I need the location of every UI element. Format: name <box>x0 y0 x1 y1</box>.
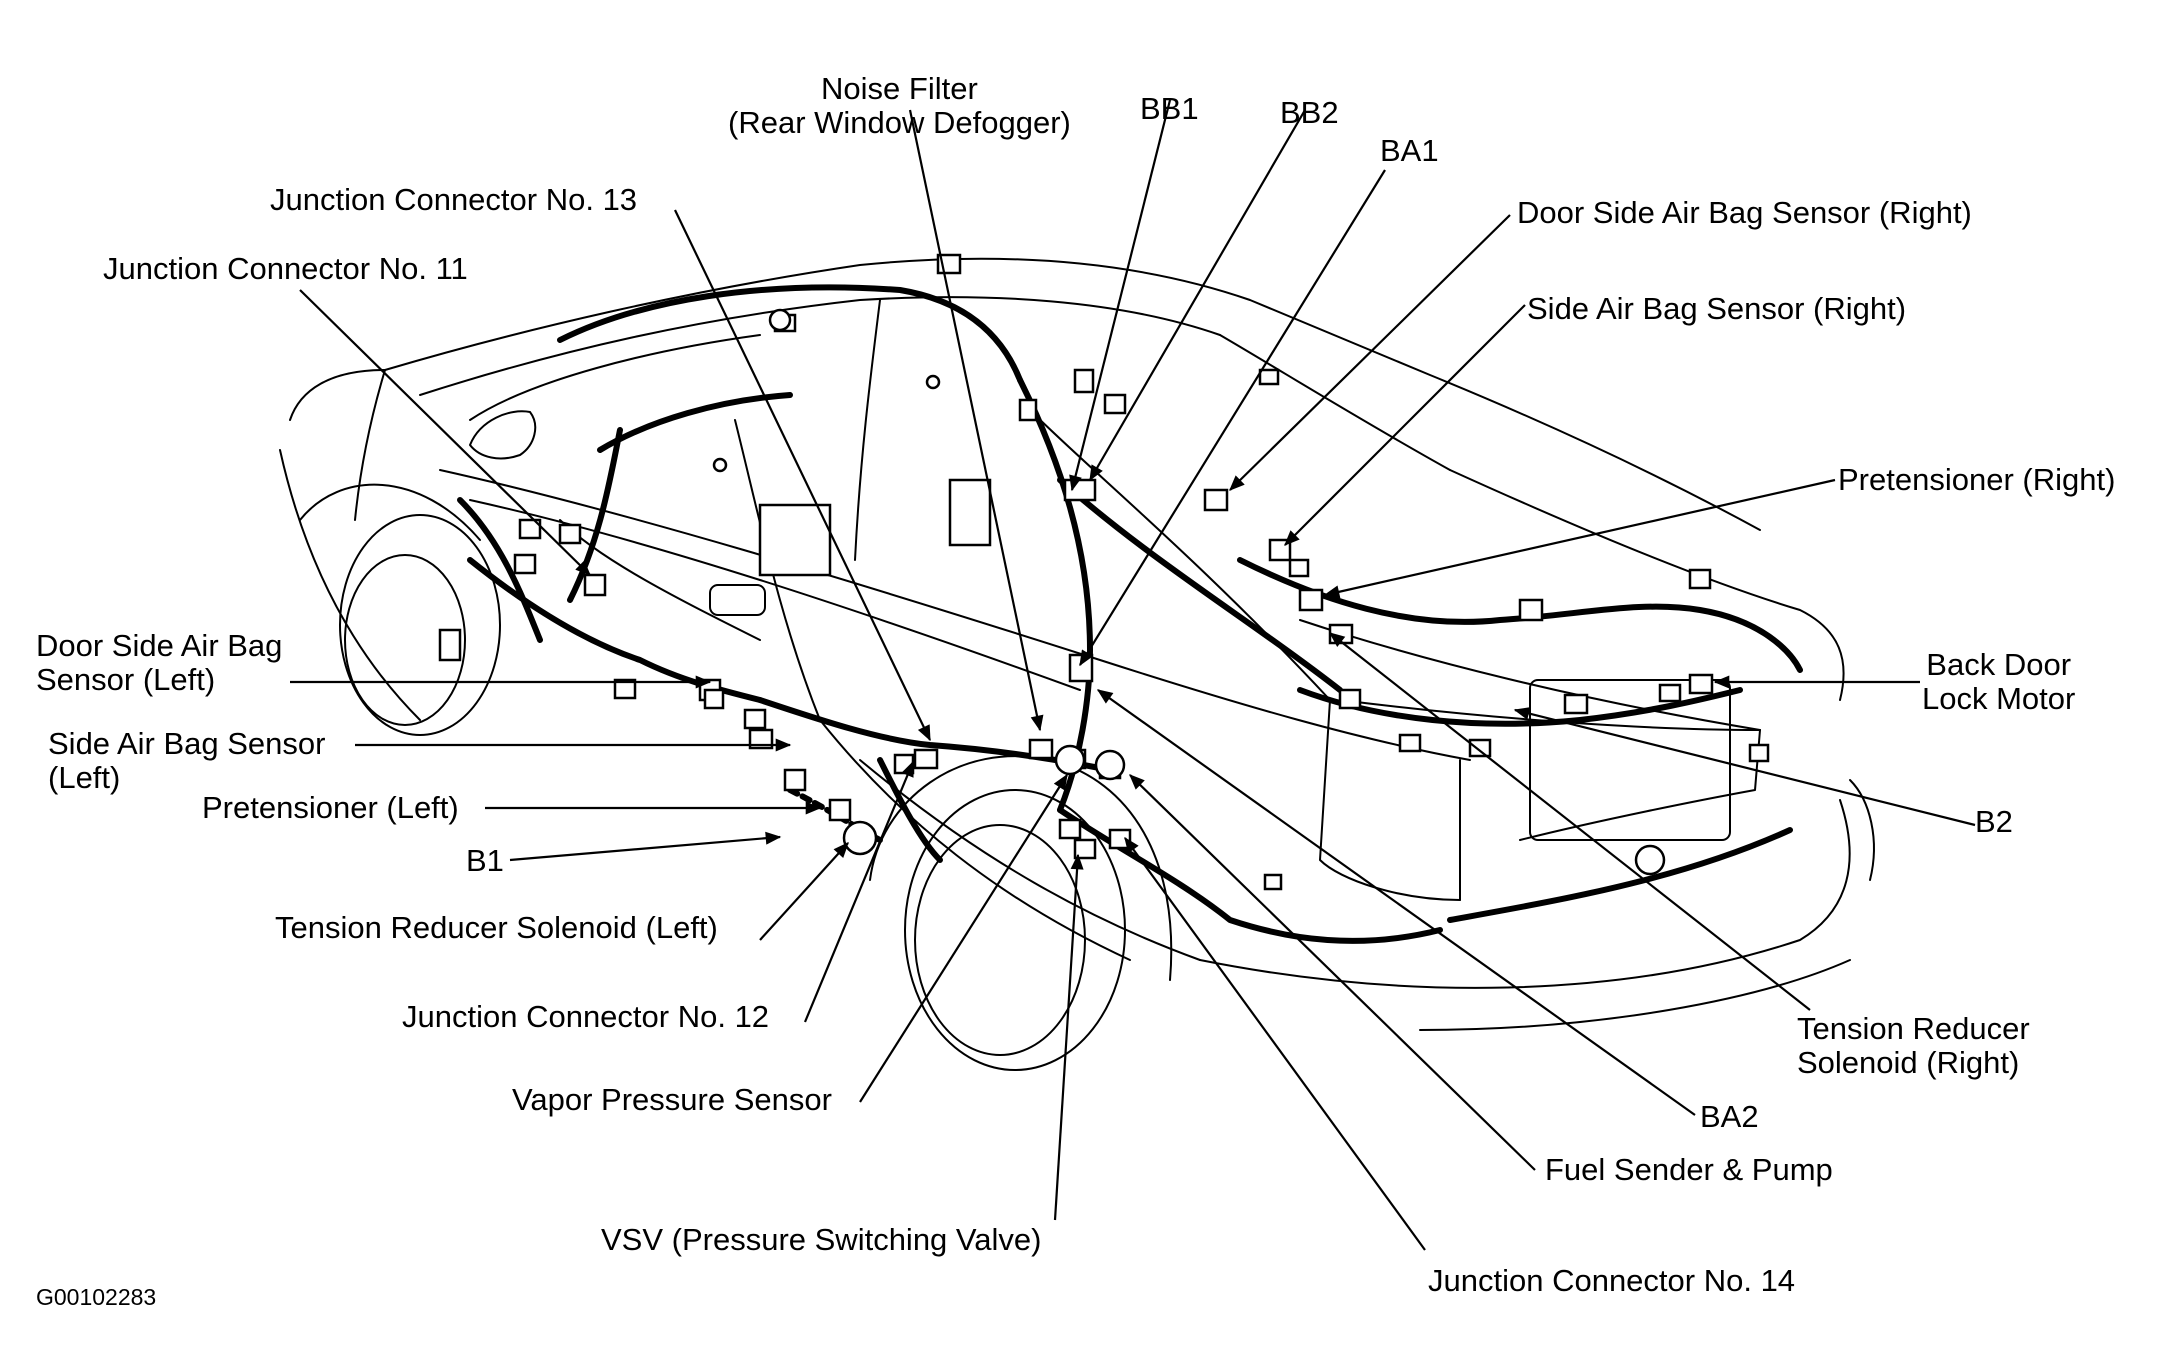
label-bb2: BB2 <box>1280 95 1339 130</box>
label-side-airbag-left: Side Air Bag Sensor (Left) <box>48 726 326 795</box>
leader-b1 <box>509 831 782 862</box>
leader-lines <box>290 99 1976 1251</box>
leader-ba2 <box>1096 689 1696 1116</box>
label-vsv: VSV (Pressure Switching Valve) <box>601 1222 1042 1257</box>
label-b1: B1 <box>466 843 504 878</box>
label-bb1: BB1 <box>1140 91 1199 126</box>
leader-tension-reducer-left <box>759 842 849 941</box>
leader-junction-11 <box>299 289 591 576</box>
leader-pretensioner-right <box>1323 478 1836 599</box>
leader-vapor-pressure <box>859 773 1068 1103</box>
leader-bb2 <box>1089 109 1306 482</box>
label-junction-connector-11: Junction Connector No. 11 <box>103 251 468 286</box>
leader-side-airbag-right <box>1284 304 1526 546</box>
leader-bb1 <box>1069 99 1172 492</box>
figure-id: G00102283 <box>36 1284 157 1310</box>
label-vapor-pressure-sensor: Vapor Pressure Sensor <box>512 1082 832 1117</box>
leader-b2 <box>1513 707 1976 827</box>
label-ba2: BA2 <box>1700 1099 1759 1134</box>
car-body <box>279 257 1875 1071</box>
label-tension-reducer-left: Tension Reducer Solenoid (Left) <box>275 910 718 945</box>
label-junction-connector-12: Junction Connector No. 12 <box>402 999 770 1034</box>
connectors <box>438 253 1770 891</box>
label-pretensioner-left: Pretensioner (Left) <box>202 790 459 825</box>
leader-vsv <box>1053 853 1084 1221</box>
leader-noise-filter <box>908 109 1044 732</box>
label-door-side-airbag-left: Door Side Air Bag Sensor (Left) <box>36 628 283 697</box>
label-noise-filter: Noise Filter (Rear Window Defogger) <box>728 71 1071 140</box>
label-door-side-airbag-right: Door Side Air Bag Sensor (Right) <box>1517 195 1972 230</box>
label-pretensioner-right: Pretensioner (Right) <box>1838 462 2116 497</box>
label-junction-connector-13: Junction Connector No. 13 <box>270 182 638 217</box>
leader-tension-reducer-right <box>1328 632 1811 1011</box>
label-b2: B2 <box>1975 804 2013 839</box>
label-tension-reducer-right: Tension Reducer Solenoid (Right) <box>1797 1011 2030 1080</box>
label-ba1: BA1 <box>1380 133 1439 168</box>
label-side-airbag-right: Side Air Bag Sensor (Right) <box>1527 291 1907 326</box>
leader-fuel-sender <box>1129 774 1536 1171</box>
leader-door-side-airbag-right <box>1229 214 1511 491</box>
leader-junction-14 <box>1124 836 1426 1251</box>
label-back-door-lock-motor: Back Door Lock Motor <box>1922 647 2076 716</box>
leader-junction-13 <box>674 209 931 742</box>
leader-junction-12 <box>803 760 915 1023</box>
label-fuel-sender-pump: Fuel Sender & Pump <box>1545 1152 1833 1187</box>
leader-ba1 <box>1079 169 1386 667</box>
label-junction-connector-14: Junction Connector No. 14 <box>1428 1263 1796 1298</box>
